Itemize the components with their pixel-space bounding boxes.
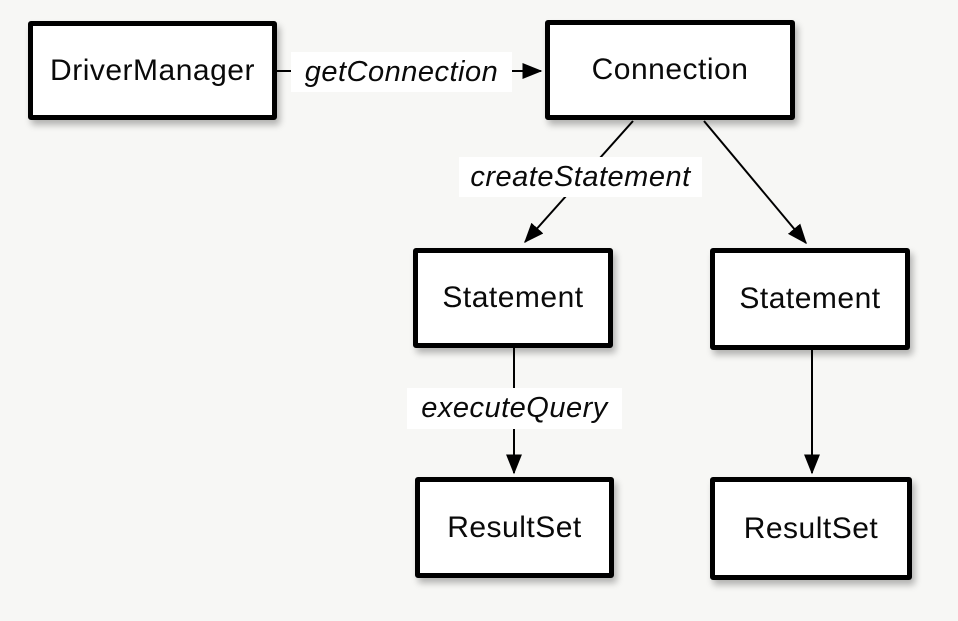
node-resultset-right: ResultSet bbox=[710, 477, 912, 580]
node-connection: Connection bbox=[545, 20, 795, 120]
edge-label-createstatement: createStatement bbox=[459, 157, 702, 197]
node-statement-left: Statement bbox=[413, 248, 613, 348]
edge-connection-statement-right-line bbox=[703, 120, 807, 245]
edge-label-getconnection: getConnection bbox=[291, 52, 512, 92]
node-resultset-left: ResultSet bbox=[415, 477, 614, 578]
node-drivermanager: DriverManager bbox=[28, 21, 277, 120]
edge-label-executequery: executeQuery bbox=[407, 388, 622, 429]
node-statement-right: Statement bbox=[710, 248, 910, 350]
